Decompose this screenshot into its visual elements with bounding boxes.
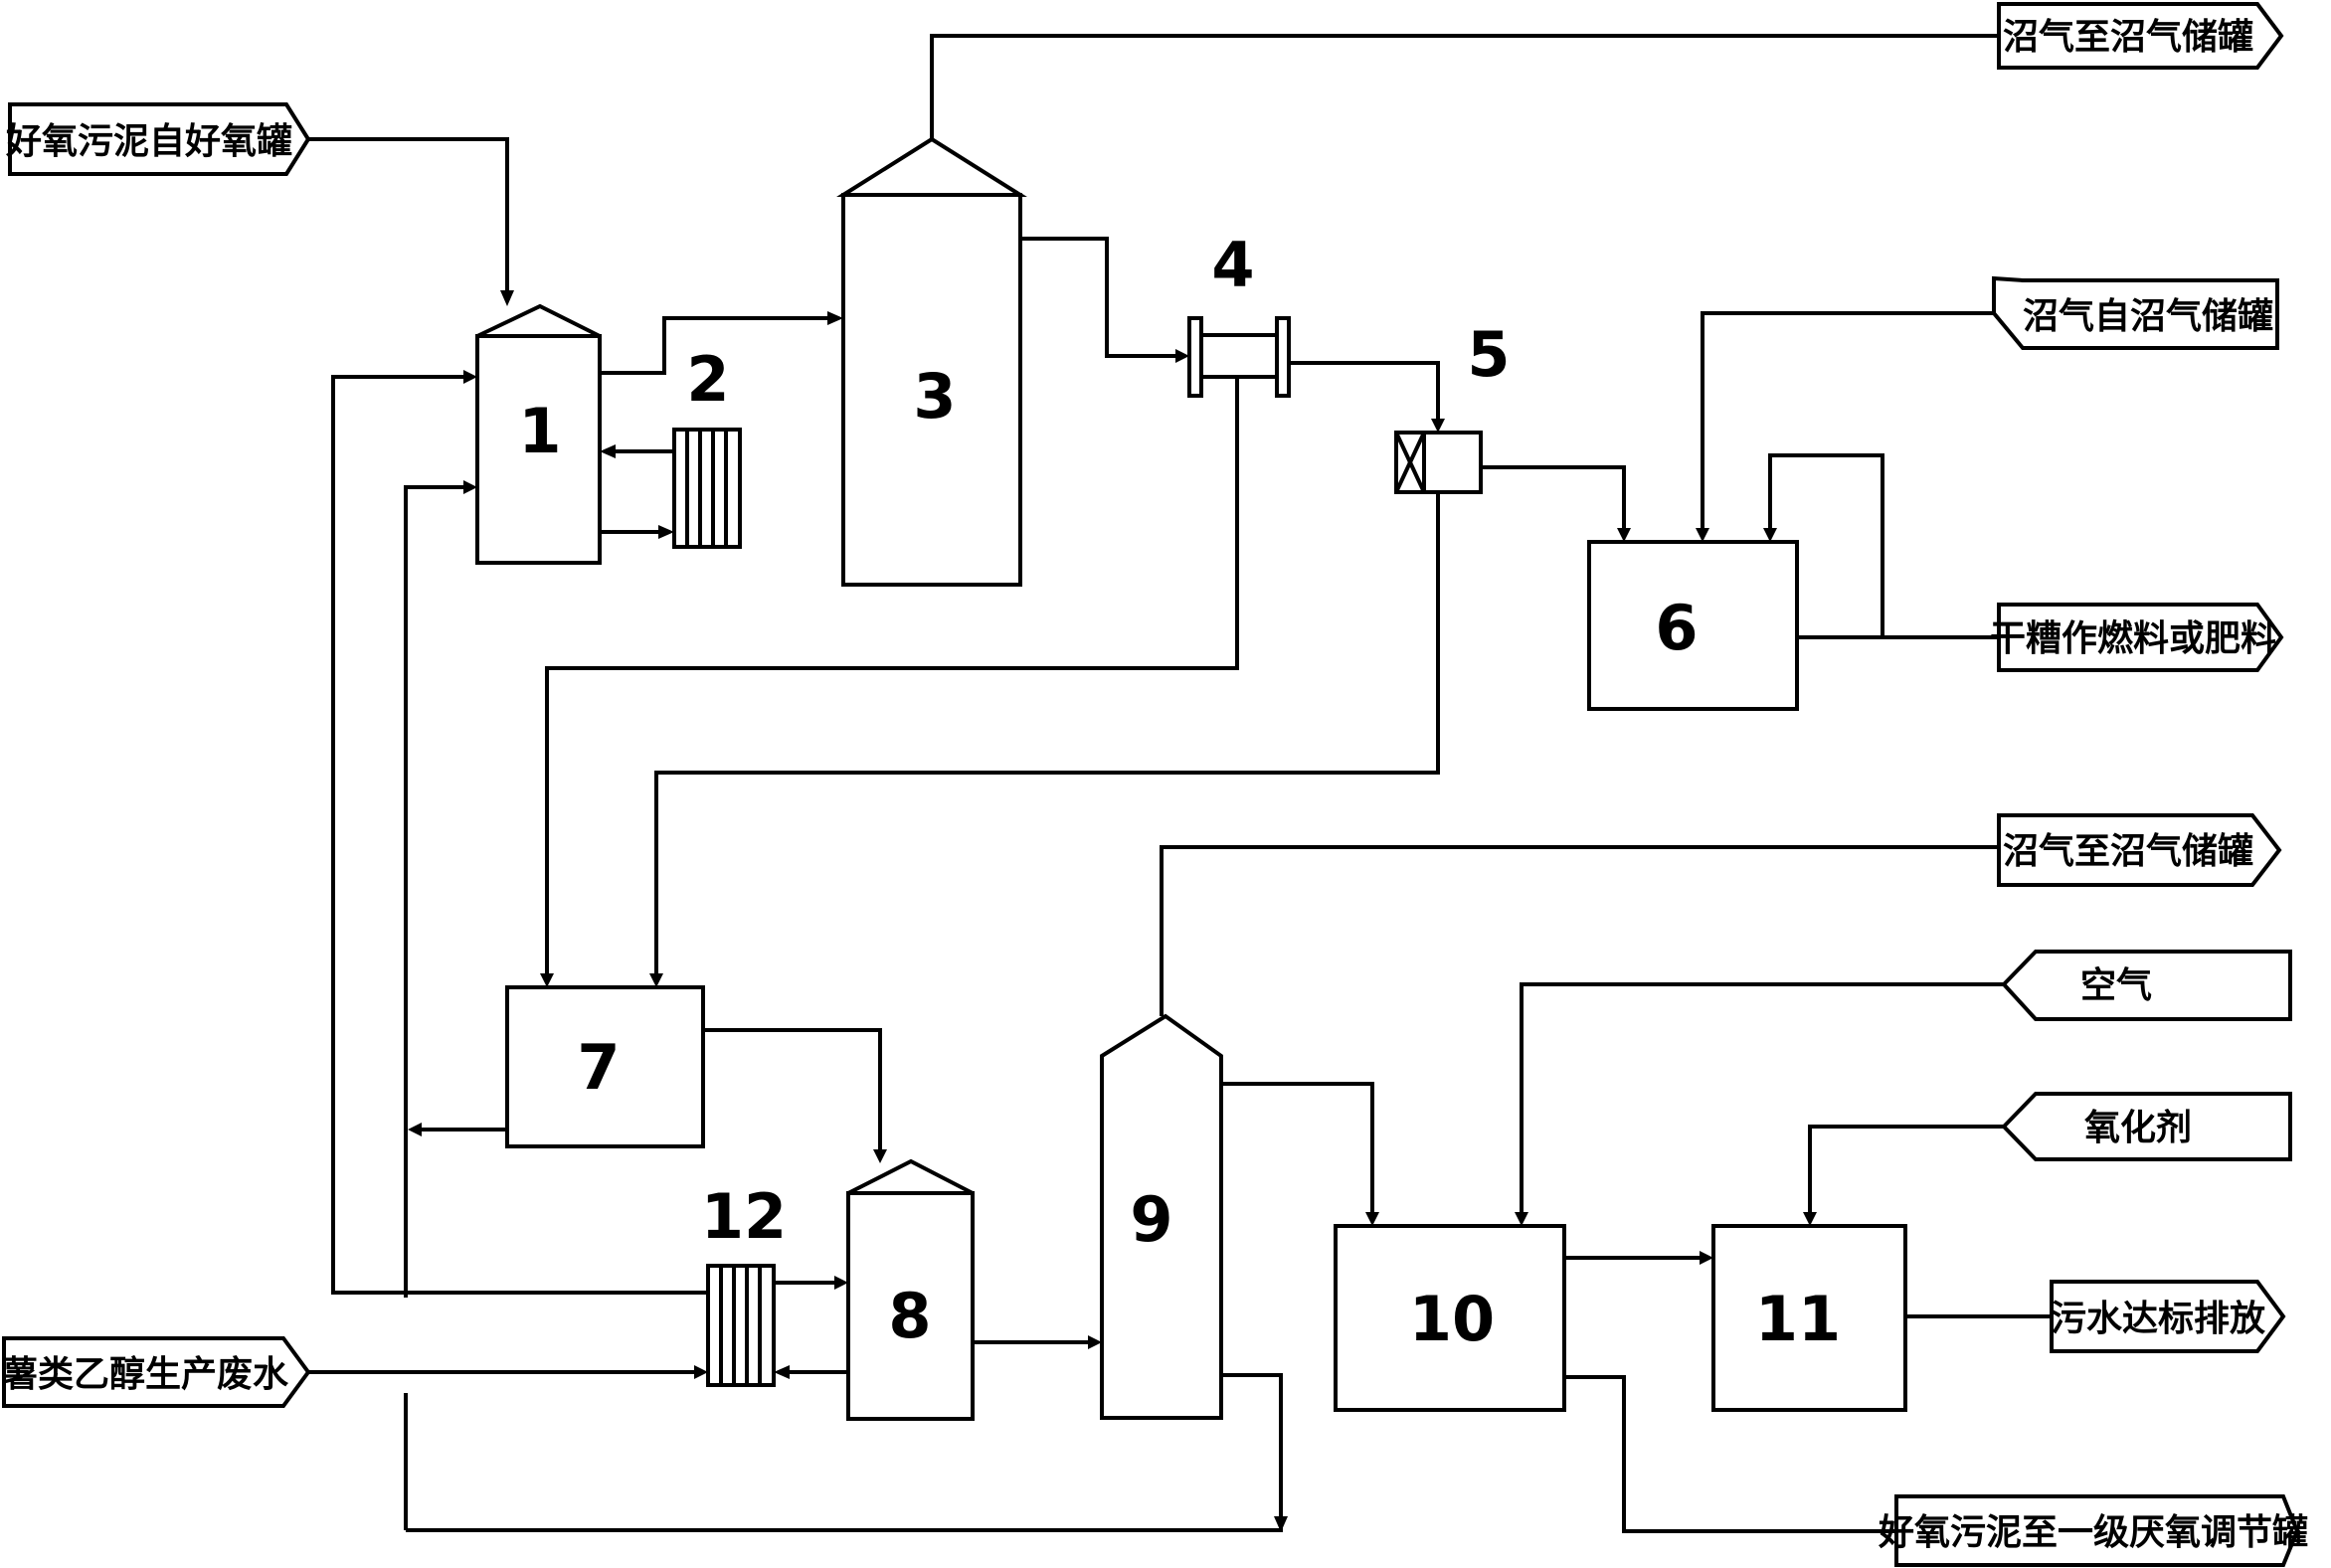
unit-11-number: 11 bbox=[1755, 1283, 1841, 1355]
terminal-oxidant: 氧化剂 bbox=[2001, 1092, 2292, 1161]
unit-3-number: 3 bbox=[913, 360, 956, 433]
unit-5-filter: 5 bbox=[1394, 318, 1511, 494]
terminal-biogas-in: 沼气自沼气储罐 bbox=[1992, 275, 2279, 350]
unit-6-dryer: 6 bbox=[1587, 540, 1799, 711]
terminal-aerobic-sludge-in: 好氧污泥自好氧罐 bbox=[5, 102, 311, 176]
unit-4-number: 4 bbox=[1211, 229, 1254, 301]
svg-text:干糟作燃料或肥料: 干糟作燃料或肥料 bbox=[1990, 618, 2276, 659]
unit-12-heat-exchanger: 12 bbox=[701, 1180, 787, 1387]
unit-10-number: 10 bbox=[1409, 1283, 1495, 1355]
terminal-biogas-out-top: 沼气至沼气储罐 bbox=[1997, 2, 2284, 70]
unit-10-tank: 10 bbox=[1334, 1224, 1566, 1412]
terminal-air: 空气 bbox=[2001, 950, 2292, 1021]
svg-text:好氧污泥至一级厌氧调节罐: 好氧污泥至一级厌氧调节罐 bbox=[1878, 1512, 2308, 1553]
unit-7-number: 7 bbox=[577, 1031, 620, 1104]
unit-12-number: 12 bbox=[701, 1180, 787, 1253]
svg-text:污水达标排放: 污水达标排放 bbox=[2051, 1299, 2265, 1339]
unit-4-separator: 4 bbox=[1187, 229, 1291, 398]
unit-8-number: 8 bbox=[888, 1280, 931, 1352]
svg-text:好氧污泥自好氧罐: 好氧污泥自好氧罐 bbox=[5, 121, 292, 162]
svg-text:空气: 空气 bbox=[2080, 965, 2152, 1006]
unit-5-number: 5 bbox=[1467, 318, 1510, 391]
unit-9-reactor: 9 bbox=[1100, 1013, 1223, 1420]
unit-2-number: 2 bbox=[686, 343, 729, 416]
svg-text:沼气至沼气储罐: 沼气至沼气储罐 bbox=[2003, 831, 2253, 872]
svg-text:薯类乙醇生产废水: 薯类乙醇生产废水 bbox=[2, 1354, 289, 1395]
unit-6-number: 6 bbox=[1655, 592, 1698, 664]
svg-text:沼气至沼气储罐: 沼气至沼气储罐 bbox=[2003, 17, 2253, 58]
terminal-aerobic-sludge-out: 好氧污泥至一级厌氧调节罐 bbox=[1878, 1494, 2308, 1567]
unit-1-tank: 1 bbox=[475, 303, 602, 565]
unit-3-reactor: 3 bbox=[836, 136, 1027, 587]
terminal-biogas-out-mid: 沼气至沼气储罐 bbox=[1997, 813, 2282, 887]
unit-1-number: 1 bbox=[518, 395, 561, 467]
svg-text:沼气自沼气储罐: 沼气自沼气储罐 bbox=[2023, 296, 2273, 337]
unit-11-tank: 11 bbox=[1711, 1224, 1907, 1412]
unit-2-heat-exchanger: 2 bbox=[672, 343, 742, 549]
terminal-discharge: 污水达标排放 bbox=[2050, 1280, 2286, 1353]
flow-lines bbox=[308, 34, 2052, 1533]
arrowheads bbox=[408, 290, 1817, 1532]
terminal-dried-product: 干糟作燃料或肥料 bbox=[1990, 603, 2284, 672]
unit-7-tank: 7 bbox=[505, 985, 705, 1148]
unit-9-number: 9 bbox=[1130, 1183, 1172, 1256]
terminal-wastewater-in: 薯类乙醇生产废水 bbox=[2, 1336, 311, 1408]
svg-text:氧化剂: 氧化剂 bbox=[2084, 1108, 2192, 1148]
unit-8-tank: 8 bbox=[846, 1158, 975, 1421]
